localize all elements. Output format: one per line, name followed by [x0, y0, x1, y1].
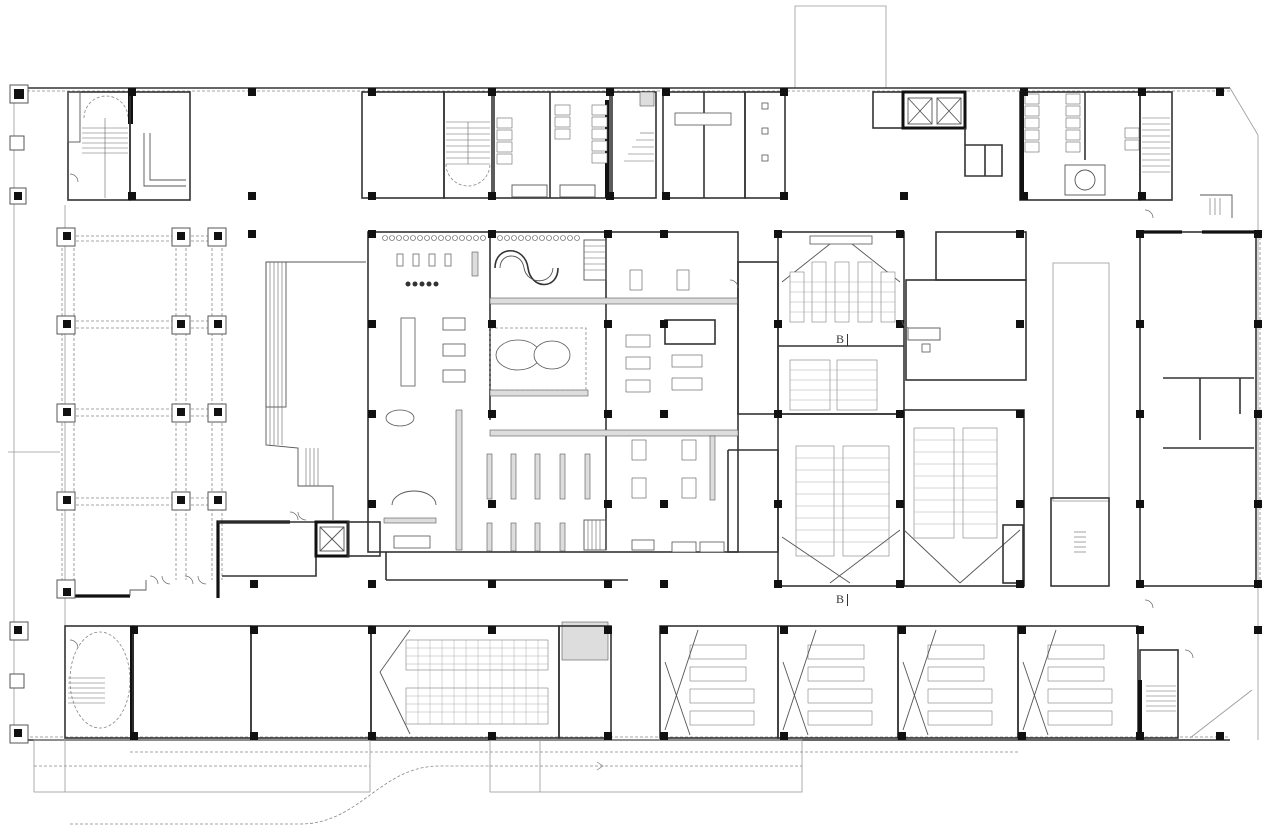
section-marker-label: B	[836, 332, 845, 346]
doors	[69, 173, 1194, 659]
north-annex-outline	[794, 5, 887, 88]
building-perimeter	[12, 87, 1259, 741]
section-line-icon	[847, 594, 849, 607]
section-marker-label: B	[836, 592, 845, 606]
section-marker-b-north: B	[836, 332, 849, 347]
central-library	[367, 231, 739, 581]
site-exterior	[33, 739, 1020, 825]
lecture-halls	[727, 231, 1027, 587]
section-marker-b-south: B	[836, 592, 849, 607]
direction-arrow-icon	[596, 761, 604, 771]
structural-columns	[9, 84, 1262, 744]
section-line-icon	[847, 334, 849, 347]
south-classroom-strip	[64, 621, 1253, 739]
north-service-strip	[67, 90, 1233, 218]
east-wing	[1050, 230, 1261, 587]
